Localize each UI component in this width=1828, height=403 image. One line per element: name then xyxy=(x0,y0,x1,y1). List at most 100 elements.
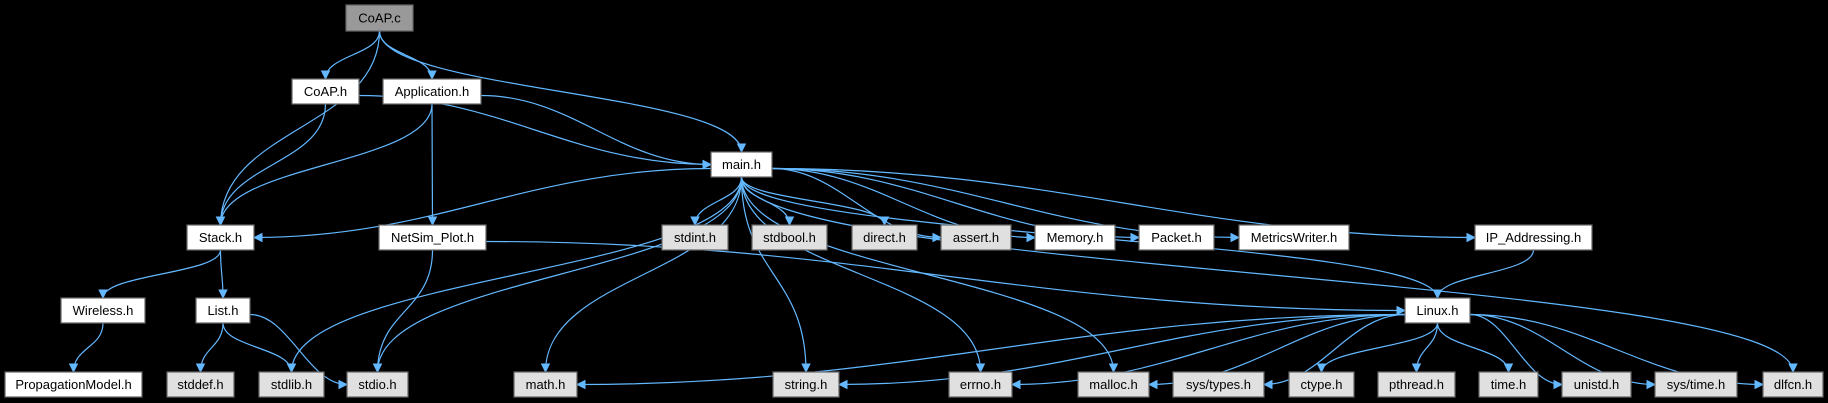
edge-main_h-to-stdio_h xyxy=(372,176,743,373)
node-label: ctype.h xyxy=(1301,377,1343,392)
node-label: Application.h xyxy=(395,84,469,99)
node-pthread_h: pthread.h xyxy=(1377,371,1456,398)
node-label: time.h xyxy=(1491,377,1526,392)
node-box xyxy=(1077,371,1150,398)
node-label: sys/time.h xyxy=(1667,377,1726,392)
node-math_h: math.h xyxy=(513,371,578,398)
node-errno_h: errno.h xyxy=(948,371,1013,398)
node-malloc_h: malloc.h xyxy=(1077,371,1150,398)
node-label: stdio.h xyxy=(358,377,396,392)
edge-list_h-to-stddef_h xyxy=(195,322,224,373)
edge-linux_h-to-math_h xyxy=(576,313,1406,390)
node-label: PropagationModel.h xyxy=(15,377,131,392)
node-box xyxy=(346,371,409,398)
node-box xyxy=(948,371,1013,398)
edge-linux_h-to-unistd_h xyxy=(1469,313,1563,390)
edge-linux_h-to-ctype_h xyxy=(1316,322,1439,373)
node-sys_types_h: sys/types.h xyxy=(1172,371,1265,398)
node-stdlib_h: stdlib.h xyxy=(258,371,325,398)
edge-main_h-to-math_h xyxy=(540,176,743,373)
edge-main_h-to-ip_addressing_h xyxy=(771,167,1476,243)
node-label: Linux.h xyxy=(1417,303,1459,318)
node-coap_h[interactable]: CoAP.h xyxy=(291,78,360,105)
node-box xyxy=(1654,371,1738,398)
node-list_h[interactable]: List.h xyxy=(195,297,251,324)
node-sys_time_h: sys/time.h xyxy=(1654,371,1738,398)
node-box xyxy=(1377,371,1456,398)
edge-coap_h-to-stack_h xyxy=(215,103,327,226)
node-stdbool_h: stdbool.h xyxy=(751,224,828,251)
node-metricswriter_h[interactable]: MetricsWriter.h xyxy=(1238,224,1350,251)
node-coap_c[interactable]: CoAP.c xyxy=(345,4,414,32)
edge-main_h-to-direct_h xyxy=(740,176,890,226)
node-stddef_h: stddef.h xyxy=(166,371,235,398)
node-label: errno.h xyxy=(960,377,1001,392)
node-label: MetricsWriter.h xyxy=(1251,230,1337,245)
edge-coap_c-to-stack_h xyxy=(215,30,381,226)
node-box xyxy=(940,224,1012,251)
node-assert_h: assert.h xyxy=(940,224,1012,251)
node-propagationmodel_h[interactable]: PropagationModel.h xyxy=(4,371,143,398)
node-linux_h[interactable]: Linux.h xyxy=(1404,297,1471,324)
node-label: stddef.h xyxy=(177,377,223,392)
node-label: Memory.h xyxy=(1047,230,1104,245)
edge-application_h-to-netsim_plot_h xyxy=(427,103,438,226)
node-box xyxy=(772,371,840,398)
node-box xyxy=(1762,371,1824,398)
node-label: main.h xyxy=(722,157,761,172)
node-box xyxy=(4,371,143,398)
node-label: sys/types.h xyxy=(1186,377,1251,392)
node-box xyxy=(1288,371,1355,398)
node-label: stdbool.h xyxy=(763,230,816,245)
node-label: stdlib.h xyxy=(271,377,312,392)
edge-linux_h-to-sys_types_h xyxy=(1263,313,1406,390)
node-label: assert.h xyxy=(953,230,999,245)
node-box xyxy=(1561,371,1632,398)
node-label: dlfcn.h xyxy=(1774,377,1812,392)
node-memory_h[interactable]: Memory.h xyxy=(1034,224,1116,251)
node-stdio_h: stdio.h xyxy=(346,371,409,398)
edge-stack_h-to-wireless_h xyxy=(98,249,222,299)
node-box xyxy=(710,151,773,178)
node-unistd_h: unistd.h xyxy=(1561,371,1632,398)
node-label: pthread.h xyxy=(1389,377,1444,392)
edge-main_h-to-stdint_h xyxy=(690,176,743,226)
node-box xyxy=(513,371,578,398)
node-stack_h[interactable]: Stack.h xyxy=(186,224,255,251)
node-box xyxy=(345,4,414,32)
node-packet_h[interactable]: Packet.h xyxy=(1138,224,1215,251)
node-ip_addressing_h[interactable]: IP_Addressing.h xyxy=(1474,224,1593,251)
edge-main_h-to-assert_h xyxy=(771,167,942,243)
edge-application_h-to-main_h xyxy=(480,94,712,170)
node-label: List.h xyxy=(207,303,238,318)
node-box xyxy=(1034,224,1116,251)
node-label: string.h xyxy=(785,377,828,392)
node-box xyxy=(751,224,828,251)
node-main_h[interactable]: main.h xyxy=(710,151,773,178)
edge-main_h-to-stdlib_h xyxy=(286,176,743,373)
node-ctype_h: ctype.h xyxy=(1288,371,1355,398)
node-box xyxy=(1478,371,1539,398)
node-netsim_plot_h[interactable]: NetSim_Plot.h xyxy=(378,224,487,251)
node-box xyxy=(258,371,325,398)
node-label: stdint.h xyxy=(674,230,716,245)
node-box xyxy=(291,78,360,105)
edge-list_h-to-stdio_h xyxy=(249,313,348,390)
edge-ip_addressing_h-to-linux_h xyxy=(1432,249,1535,299)
node-box xyxy=(166,371,235,398)
edge-linux_h-to-string_h xyxy=(838,313,1406,390)
edge-main_h-to-string_h xyxy=(740,176,811,373)
node-application_h[interactable]: Application.h xyxy=(382,78,482,105)
edge-coap_c-to-main_h xyxy=(378,30,747,153)
edge-application_h-to-stack_h xyxy=(215,103,433,226)
node-box xyxy=(1138,224,1215,251)
edge-netsim_plot_h-to-stdio_h xyxy=(372,249,434,373)
edge-netsim_plot_h-to-linux_h xyxy=(485,240,1406,316)
node-time_h: time.h xyxy=(1478,371,1539,398)
edge-main_h-to-malloc_h xyxy=(740,176,1119,373)
edge-coap_h-to-main_h xyxy=(358,94,712,170)
node-wireless_h[interactable]: Wireless.h xyxy=(60,297,146,324)
node-box xyxy=(382,78,482,105)
node-label: Wireless.h xyxy=(73,303,134,318)
